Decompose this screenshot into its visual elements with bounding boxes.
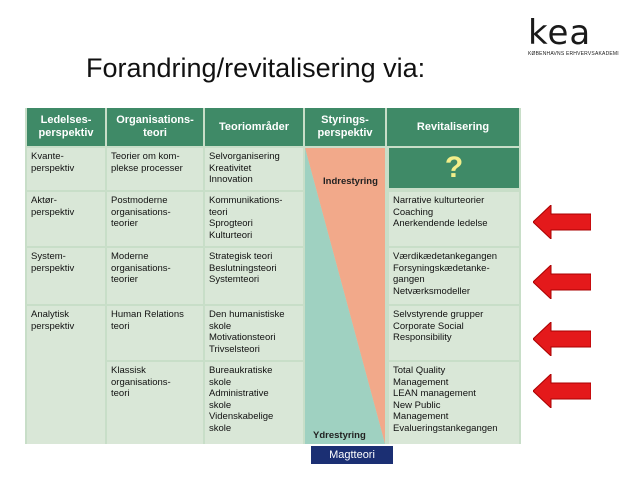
magtteori-label: Magtteori <box>311 446 393 464</box>
cell-line: Selvstyrende grupper <box>393 309 484 320</box>
header-revitalisering: Revitalisering <box>387 108 519 146</box>
ydrestyring-label: Ydrestyring <box>313 430 366 441</box>
cell-line: Anerkendende ledelse <box>393 218 488 229</box>
cell-line: LEAN management <box>393 388 476 399</box>
styring-triangles <box>305 148 385 444</box>
cell-line: Human Relations <box>111 309 184 320</box>
org-cell: Human Relations teori <box>107 306 203 360</box>
cell-line: skole <box>209 422 232 434</box>
cell-line: organisations- <box>111 206 171 218</box>
revit-cell: Total Quality Management LEAN management… <box>389 362 519 444</box>
cell-line: skole <box>209 376 232 388</box>
cell-line: System- <box>31 251 66 262</box>
cell-line: Trivselsteori <box>209 343 260 355</box>
cell-line: organisations- <box>111 376 171 388</box>
logo-word: kea <box>528 13 592 53</box>
cell-line: gangen <box>393 274 425 285</box>
cell-line: Analytisk <box>31 309 70 320</box>
cell-line: Netværksmodeller <box>393 285 471 297</box>
teori-cell: Bureaukratiske skole Administrative skol… <box>205 362 303 444</box>
perspektiv-cell: Analytisk perspektiv <box>27 306 105 444</box>
header-ledelsesperspektiv: Ledelses- perspektiv <box>27 108 105 146</box>
cell-line: skole <box>209 399 232 411</box>
kea-logo: kea KØBENHAVNS ERHVERVSAKADEMI <box>528 13 624 60</box>
cell-line: organisations- <box>111 262 171 274</box>
cell-line: Klassisk <box>111 365 146 376</box>
revit-cell: Selvstyrende grupper Corporate Social Re… <box>389 306 519 360</box>
cell-line: perspektiv <box>31 162 75 174</box>
cell-line: Bureaukratiske <box>209 365 273 376</box>
left-arrow-icon <box>533 322 591 356</box>
cell-line: teorier <box>111 218 138 229</box>
cell-line: Kommunikations- <box>209 195 283 206</box>
cell-line: Kreativitet <box>209 162 252 174</box>
cell-line: Værdikædetankegangen <box>393 251 498 262</box>
cell-line: Aktør- <box>31 195 57 206</box>
revit-cell: Narrative kulturteorier Coaching Anerken… <box>389 192 519 246</box>
cell-line: Coaching <box>393 206 434 218</box>
cell-line: Den humanistiske <box>209 309 285 320</box>
org-cell: Postmoderne organisations- teorier <box>107 192 203 246</box>
cell-line: Kvante- <box>31 151 64 162</box>
cell-line: Systemteori <box>209 274 260 285</box>
cell-line: teori <box>209 206 228 218</box>
cell-line: teorier <box>111 274 138 285</box>
left-arrow-icon <box>533 205 591 239</box>
cell-line: Total Quality <box>393 365 446 376</box>
cell-line: Postmoderne <box>111 195 168 206</box>
org-cell: Klassisk organisations- teori <box>107 362 203 444</box>
cell-line: Management <box>393 411 449 422</box>
indrestyring-label: Indrestyring <box>323 176 378 187</box>
cell-line: perspektiv <box>31 320 75 332</box>
cell-line: Teorier om kom- <box>111 151 180 162</box>
page-title: Forandring/revitalisering via: <box>86 53 426 83</box>
teori-cell: Den humanistiske skole Motivationsteori … <box>205 306 303 360</box>
cell-line: Strategisk teori <box>209 251 273 262</box>
left-arrow-icon <box>533 374 591 408</box>
cell-line: Responsibility <box>393 332 452 343</box>
cell-line: teori <box>111 388 130 399</box>
cell-line: teori <box>111 320 130 332</box>
cell-line: perspektiv <box>31 262 75 274</box>
header-organisationsteori: Organisations- teori <box>107 108 203 146</box>
teori-cell: Selvorganisering Kreativitet Innovation <box>205 148 303 190</box>
cell-line: Videnskabelige <box>209 411 274 422</box>
cell-line: Evalueringstankegangen <box>393 422 498 434</box>
logo-subtitle: KØBENHAVNS ERHVERVSAKADEMI <box>528 51 619 57</box>
cell-line: plekse processer <box>111 162 183 174</box>
cell-line: Corporate Social <box>393 320 464 332</box>
org-cell: Teorier om kom- plekse processer <box>107 148 203 190</box>
left-arrow-icon <box>533 265 591 299</box>
cell-line: perspektiv <box>31 206 75 218</box>
cell-line: Selvorganisering <box>209 151 280 162</box>
header-styringsperspektiv: Styrings- perspektiv <box>305 108 385 146</box>
theory-table: Ledelses- perspektiv Organisations- teor… <box>25 108 521 444</box>
cell-line: Kulturteori <box>209 229 253 241</box>
cell-line: Motivationsteori <box>209 332 276 343</box>
cell-line: Beslutningsteori <box>209 262 277 274</box>
perspektiv-cell: Kvante- perspektiv <box>27 148 105 190</box>
perspektiv-cell: System- perspektiv <box>27 248 105 304</box>
cell-line: Management <box>393 376 449 388</box>
teori-cell: Kommunikations- teori Sprogteori Kulturt… <box>205 192 303 246</box>
cell-line: Innovation <box>209 174 253 185</box>
question-mark: ? <box>444 151 464 184</box>
perspektiv-cell: Aktør- perspektiv <box>27 192 105 246</box>
cell-line: Forsyningskædetanke- <box>393 262 490 274</box>
org-cell: Moderne organisations- teorier <box>107 248 203 304</box>
cell-line: Administrative <box>209 388 269 399</box>
header-teoriomraader: Teoriområder <box>205 108 303 146</box>
cell-line: Moderne <box>111 251 149 262</box>
teori-cell: Strategisk teori Beslutningsteori System… <box>205 248 303 304</box>
cell-line: skole <box>209 320 232 332</box>
question-box: ? <box>389 148 519 188</box>
cell-line: Sprogteori <box>209 218 253 229</box>
cell-line: New Public <box>393 399 441 411</box>
revit-cell: Værdikædetankegangen Forsyningskædetanke… <box>389 248 519 304</box>
cell-line: Narrative kulturteorier <box>393 195 485 206</box>
ydrestyring-triangle <box>305 148 385 444</box>
